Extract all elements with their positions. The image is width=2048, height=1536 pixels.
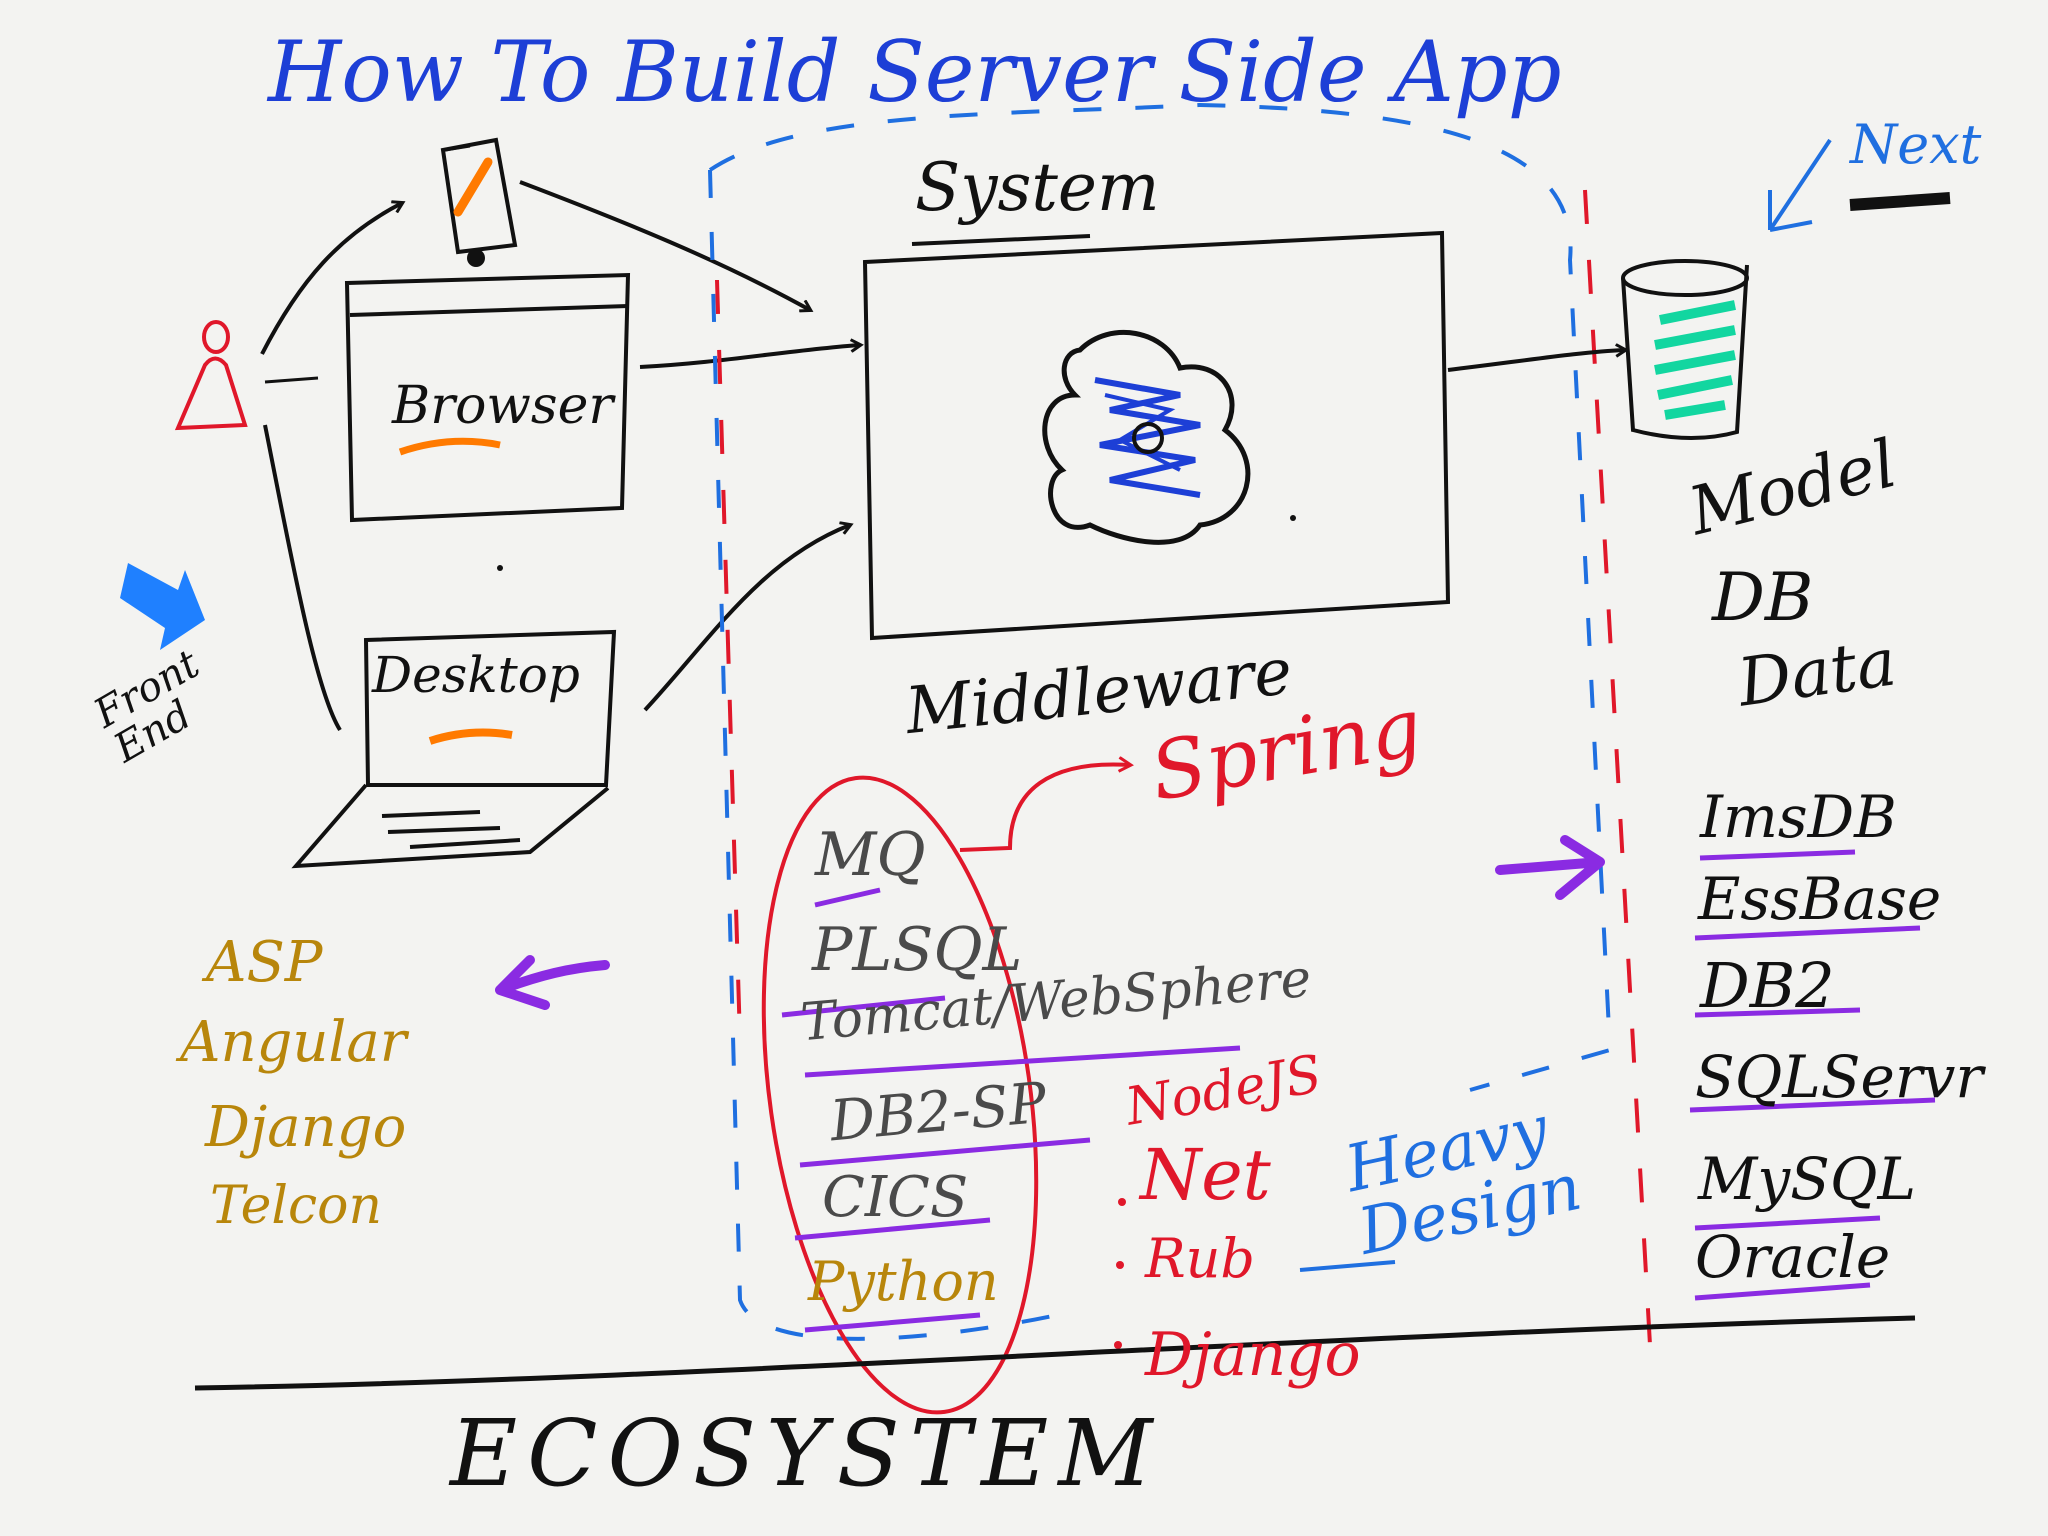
middleware-item: Python: [808, 1250, 999, 1313]
middleware-circle: [761, 775, 1039, 1415]
next-redaction-mark: [1849, 192, 1951, 211]
framework-item: Angular: [180, 1010, 407, 1075]
frontend-arrows: [260, 180, 860, 732]
front-end-arrow-icon: [120, 563, 205, 650]
database-item: DB2: [1700, 949, 1835, 1022]
next-arrow: [1768, 138, 1832, 232]
gear-icon: [1042, 329, 1296, 545]
middleware-item: PLSQL: [812, 915, 1023, 985]
databases-arrow: [1495, 835, 1605, 900]
alt-backend-bullets: [1114, 1198, 1126, 1349]
system-label: System: [915, 149, 1160, 226]
browser-label: Browser: [392, 376, 614, 436]
middleware-item: MQ: [815, 820, 926, 890]
frontend-frameworks-arrow: [495, 955, 610, 1010]
mobile-phone-icon: [440, 137, 518, 267]
mq-to-spring-arrow: [959, 764, 1130, 852]
framework-item: Django: [205, 1095, 407, 1160]
system-to-db-arrow: [1447, 350, 1625, 372]
browser-window-icon: [344, 272, 631, 523]
next-label: Next: [1850, 113, 1982, 176]
person-icon: [174, 320, 248, 431]
system-boundary-dashed: [708, 102, 1613, 1341]
database-item: Oracle: [1695, 1223, 1891, 1291]
middleware-item: CICS: [822, 1165, 969, 1230]
database-item: EssBase: [1698, 865, 1942, 933]
alt-backend-item: Rub: [1145, 1227, 1256, 1290]
framework-item: ASP: [206, 930, 323, 995]
database-cylinder-icon: [1621, 259, 1749, 441]
database-item: SQLServr: [1695, 1043, 1984, 1111]
desktop-label: Desktop: [372, 646, 580, 704]
middleware-underlines: [781, 887, 1241, 1333]
alt-backend-item: Django: [1145, 1320, 1361, 1390]
database-item: MySQL: [1698, 1145, 1916, 1213]
database-underlines: [1689, 849, 1936, 1301]
db-label: DB: [1712, 559, 1814, 636]
page-title: How To Build Server Side App: [268, 23, 1562, 121]
database-item: ImsDB: [1700, 783, 1897, 851]
right-red-dashed-line: [1583, 189, 1652, 1346]
dot: [497, 565, 503, 571]
left-red-dashed-line: [715, 279, 742, 1041]
ecosystem-baseline: [194, 1315, 1916, 1391]
system-box: [862, 230, 1451, 641]
framework-item: Telcon: [210, 1176, 382, 1236]
laptop-icon: [291, 629, 617, 869]
ecosystem-label: ECOSYSTEM: [450, 1400, 1163, 1507]
person-link: [264, 376, 319, 384]
ecosystem-dash: [1299, 1260, 1396, 1272]
alt-backend-item: Net: [1140, 1134, 1271, 1216]
